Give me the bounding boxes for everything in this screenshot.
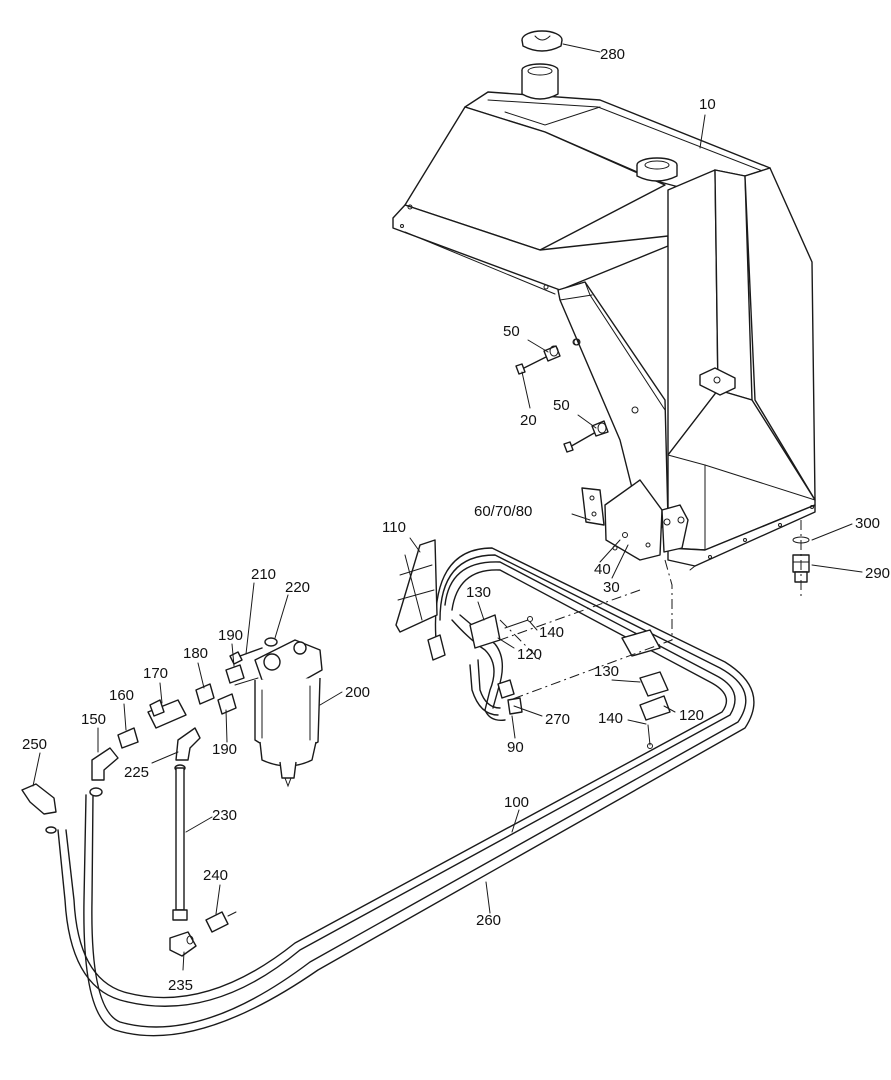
callout-200: 200 [345, 684, 370, 701]
callout-180: 180 [183, 645, 208, 662]
callout-190-upper: 190 [218, 627, 243, 644]
filler-cap [521, 30, 563, 52]
callout-270: 270 [545, 711, 570, 728]
callout-290: 290 [865, 565, 890, 582]
fuel-tank [392, 63, 816, 571]
callout-190-lower: 190 [212, 741, 237, 758]
callout-140-lower: 140 [598, 710, 623, 727]
callout-120-lower: 120 [679, 707, 704, 724]
callout-50-upper: 50 [503, 323, 520, 340]
callout-140-upper: 140 [539, 624, 564, 641]
callout-120-upper: 120 [517, 646, 542, 663]
callout-300: 300 [855, 515, 880, 532]
callout-210: 210 [251, 566, 276, 583]
support-bracket [557, 281, 689, 561]
filter-fittings [89, 664, 245, 797]
fuel-lines [57, 539, 755, 1037]
callout-50-lower: 50 [553, 397, 570, 414]
callout-20: 20 [520, 412, 537, 429]
callout-60-70-80: 60/70/80 [474, 503, 532, 520]
callout-150: 150 [81, 711, 106, 728]
callout-280: 280 [600, 46, 625, 63]
callout-labels: 280 10 50 20 50 60/70/80 40 30 300 290 1… [22, 46, 890, 994]
callout-100: 100 [504, 794, 529, 811]
callout-130-lower: 130 [594, 663, 619, 680]
callout-130-upper: 130 [466, 584, 491, 601]
fuel-filter-assembly [234, 639, 323, 788]
callout-250: 250 [22, 736, 47, 753]
callout-235: 235 [168, 977, 193, 994]
callout-40: 40 [594, 561, 611, 578]
callout-110: 110 [382, 519, 406, 536]
elbow-fitting-250 [21, 783, 57, 834]
callout-220: 220 [285, 579, 310, 596]
callout-30: 30 [603, 579, 620, 596]
sensor-240 [205, 911, 237, 933]
fitting-235 [169, 931, 197, 957]
leader-lines [32, 43, 863, 971]
callout-225: 225 [124, 764, 149, 781]
callout-230: 230 [212, 807, 237, 824]
callout-10: 10 [699, 96, 716, 113]
fuel-pipe-230 [172, 767, 188, 921]
callout-90: 90 [507, 739, 524, 756]
callout-240: 240 [203, 867, 228, 884]
callout-170: 170 [143, 665, 168, 682]
callout-260: 260 [476, 912, 501, 929]
callout-160: 160 [109, 687, 134, 704]
mounting-bolt-upper [515, 338, 581, 375]
drain-plug [792, 520, 810, 600]
mounting-bolt-lower [563, 420, 609, 453]
